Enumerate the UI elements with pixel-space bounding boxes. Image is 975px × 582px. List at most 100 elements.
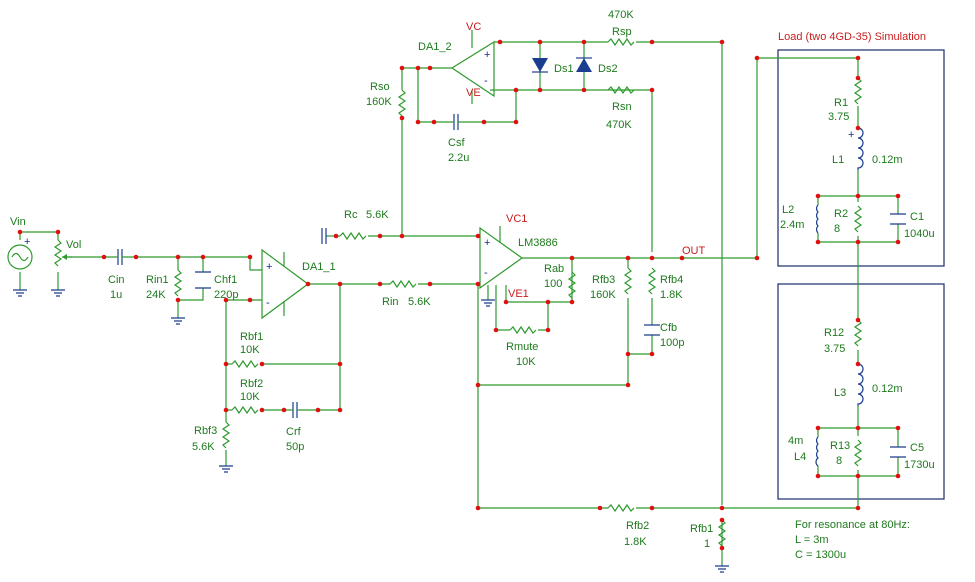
lm3886-opamp: + - bbox=[479, 226, 524, 290]
da1-1-label: DA1_1 bbox=[302, 261, 336, 273]
rfb1-name: Rfb1 bbox=[690, 523, 713, 535]
ground-symbols bbox=[171, 299, 729, 573]
vol-label: Vol bbox=[66, 239, 81, 251]
ds2-name: Ds2 bbox=[598, 63, 618, 75]
rbf1-value: 10K bbox=[240, 344, 260, 356]
svg-text:-: - bbox=[484, 75, 488, 87]
l1-value: 0.12m bbox=[872, 154, 903, 166]
resonance-note-c: C = 1300u bbox=[795, 549, 846, 561]
rbf3-name: Rbf3 bbox=[194, 425, 217, 437]
r2-value: 8 bbox=[834, 223, 840, 235]
svg-text:-: - bbox=[484, 267, 488, 279]
crf-capacitor bbox=[290, 402, 300, 418]
rbf1-name: Rbf1 bbox=[240, 331, 263, 343]
r2-resistor bbox=[853, 205, 863, 233]
rso-resistor bbox=[397, 89, 407, 117]
vc-label: VC bbox=[466, 21, 481, 33]
da1-2-label: DA1_2 bbox=[418, 41, 452, 53]
rsp-value: 470K bbox=[608, 9, 634, 21]
c1-value: 1040u bbox=[904, 228, 935, 240]
rin1-value: 24K bbox=[146, 289, 166, 301]
rc-input-cap bbox=[321, 228, 327, 244]
rfb3-name: Rfb3 bbox=[592, 274, 615, 286]
l2-value: 2.4m bbox=[780, 219, 804, 231]
rmute-value: 10K bbox=[516, 356, 536, 368]
rc-name: Rc bbox=[344, 209, 358, 221]
crf-value: 50p bbox=[286, 441, 304, 453]
rfb3-value: 160K bbox=[590, 289, 616, 301]
rfb1-resistor bbox=[717, 519, 727, 547]
svg-text:+: + bbox=[848, 129, 854, 141]
l2-inductor bbox=[816, 204, 819, 234]
csf-name: Csf bbox=[448, 137, 465, 149]
c5-value: 1730u bbox=[904, 459, 935, 471]
vin-source: + bbox=[7, 236, 33, 297]
rsp-resistor bbox=[607, 38, 635, 46]
load-title: Load (two 4GD-35) Simulation bbox=[778, 31, 926, 43]
cin-value: 1u bbox=[110, 289, 122, 301]
csf-value: 2.2u bbox=[448, 152, 469, 164]
ve1-label: VE1 bbox=[508, 288, 529, 300]
resonance-note-l: L = 3m bbox=[795, 534, 829, 546]
rso-value: 160K bbox=[366, 96, 392, 108]
r13-name: R13 bbox=[830, 440, 850, 452]
rin-name: Rin bbox=[382, 296, 399, 308]
svg-text:+: + bbox=[484, 49, 490, 61]
rin1-name: Rin1 bbox=[146, 274, 169, 286]
c1-capacitor bbox=[890, 213, 906, 225]
rfb4-value: 1.8K bbox=[660, 289, 683, 301]
rbf3-value: 5.6K bbox=[192, 441, 215, 453]
rsn-value: 470K bbox=[606, 119, 632, 131]
rab-resistor bbox=[567, 271, 577, 299]
rmute-resistor bbox=[509, 326, 537, 334]
r12-name: R12 bbox=[824, 327, 844, 339]
cfb-name: Cfb bbox=[660, 322, 677, 334]
rfb2-value: 1.8K bbox=[624, 536, 647, 548]
rin-value: 5.6K bbox=[408, 296, 431, 308]
cin-name: Cin bbox=[108, 274, 125, 286]
l3-value: 0.12m bbox=[872, 383, 903, 395]
r1-name: R1 bbox=[834, 97, 848, 109]
rso-name: Rso bbox=[370, 81, 390, 93]
svg-text:+: + bbox=[266, 261, 272, 273]
rsp-name: Rsp bbox=[612, 26, 632, 38]
cin-capacitor bbox=[112, 249, 128, 265]
c1-name: C1 bbox=[910, 211, 924, 223]
vc1-label: VC1 bbox=[506, 213, 527, 225]
ve-label: VE bbox=[466, 87, 481, 99]
rc-resistor bbox=[339, 232, 367, 240]
r13-resistor bbox=[853, 439, 863, 467]
lm3886-label: LM3886 bbox=[518, 237, 558, 249]
c5-capacitor bbox=[890, 446, 906, 458]
c5-name: C5 bbox=[910, 442, 924, 454]
crf-name: Crf bbox=[286, 426, 302, 438]
rfb2-resistor bbox=[607, 504, 635, 512]
r2-name: R2 bbox=[834, 208, 848, 220]
l1-name: L1 bbox=[832, 154, 844, 166]
ds1-diode bbox=[532, 58, 548, 73]
l1-inductor: + bbox=[848, 127, 864, 170]
l2-name: L2 bbox=[782, 204, 794, 216]
l3-inductor bbox=[857, 363, 864, 406]
r12-resistor bbox=[853, 319, 863, 347]
load-box-lower bbox=[777, 283, 945, 500]
vin-label: Vin bbox=[10, 216, 26, 228]
r13-value: 8 bbox=[836, 455, 842, 467]
rbf2-value: 10K bbox=[240, 391, 260, 403]
l3-name: L3 bbox=[834, 387, 846, 399]
l4-value: 4m bbox=[788, 435, 803, 447]
chf1-capacitor bbox=[195, 271, 211, 289]
rin1-resistor bbox=[173, 269, 183, 297]
rbf3-resistor bbox=[221, 421, 231, 449]
rmute-name: Rmute bbox=[506, 341, 538, 353]
svg-text:+: + bbox=[24, 236, 30, 248]
ds1-name: Ds1 bbox=[554, 63, 574, 75]
rfb4-resistor bbox=[647, 267, 657, 295]
load-box-upper bbox=[777, 49, 945, 267]
svg-text:+: + bbox=[484, 237, 490, 249]
chf1-name: Chf1 bbox=[214, 274, 237, 286]
rbf2-name: Rbf2 bbox=[240, 378, 263, 390]
rfb3-resistor bbox=[623, 267, 633, 295]
l4-inductor bbox=[815, 436, 819, 467]
